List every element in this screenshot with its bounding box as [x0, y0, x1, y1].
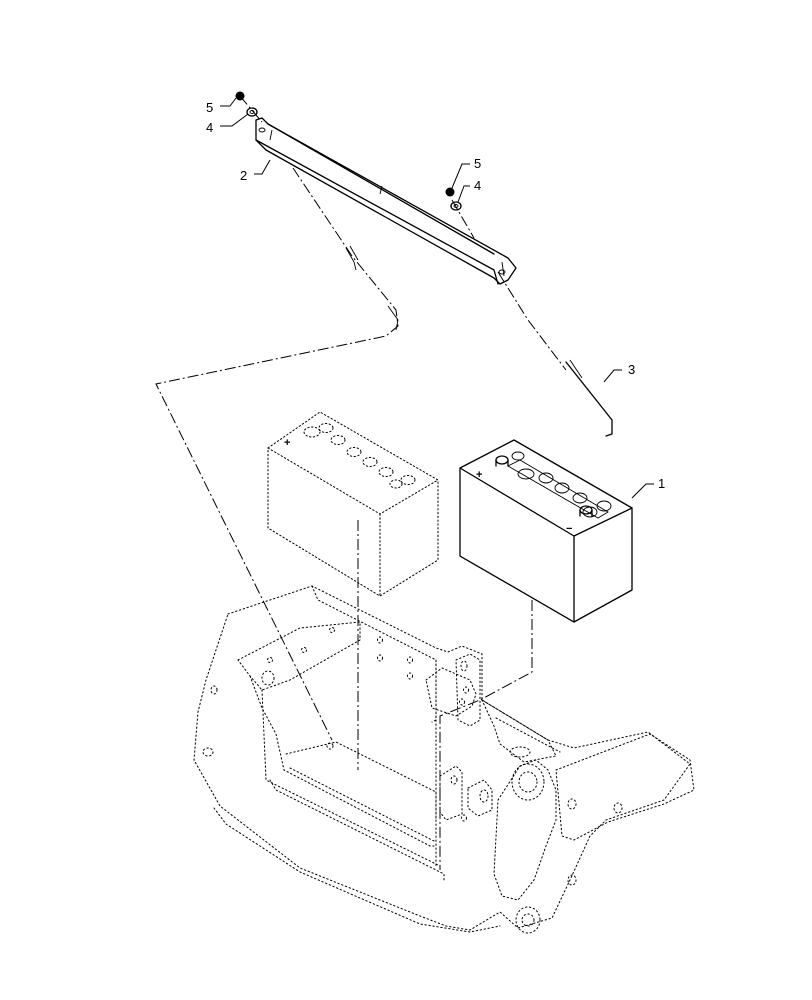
washer-right — [450, 201, 462, 211]
callout-hold-down-bar: 2 — [240, 168, 247, 183]
nut-left — [235, 91, 245, 101]
callout-battery: 1 — [658, 476, 665, 491]
hold-down-bar — [255, 117, 517, 285]
battery-negative-symbol: − — [566, 523, 572, 535]
battery-positive-symbol: + — [476, 469, 482, 481]
callout-leaders — [220, 97, 654, 499]
assembly-centerlines — [155, 95, 567, 870]
j-bolt-upper-phantom — [345, 245, 399, 331]
callout-j-bolt: 3 — [628, 362, 635, 377]
j-bolt — [565, 359, 613, 437]
callout-nut-right: 5 — [474, 156, 481, 171]
callout-washer-left: 4 — [206, 120, 213, 135]
nut-right — [445, 187, 455, 197]
chassis-holes — [202, 627, 623, 934]
callout-washer-right: 4 — [474, 178, 481, 193]
phantom-positive-symbol: + — [284, 437, 290, 449]
battery-terminal-positive — [495, 455, 509, 467]
battery-terminal-negative — [579, 505, 593, 517]
battery-phantom — [267, 411, 439, 597]
chassis-frame — [193, 585, 695, 933]
callout-nut-left: 5 — [206, 100, 213, 115]
washer-left — [246, 107, 258, 117]
battery — [459, 439, 633, 623]
